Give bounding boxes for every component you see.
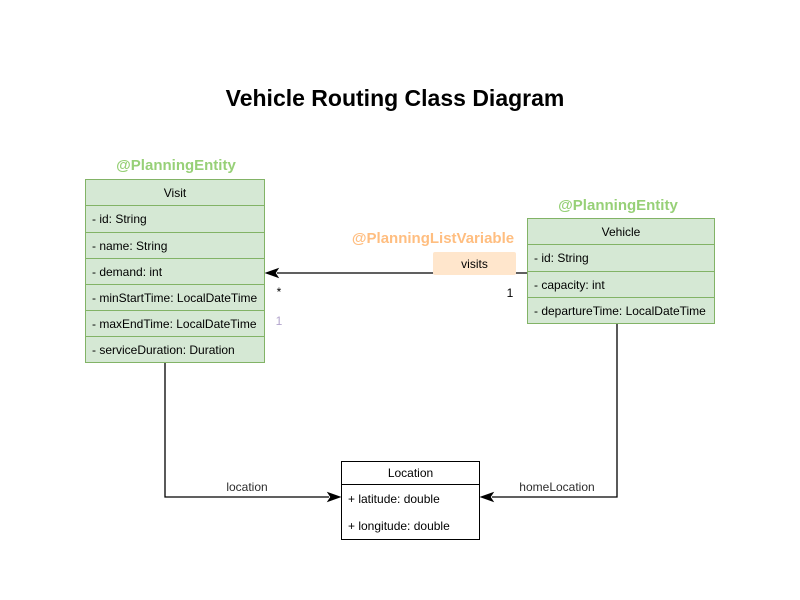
class-attribute[interactable]: - minStartTime: LocalDateTime bbox=[86, 284, 264, 310]
edge-location-arrowhead bbox=[326, 491, 342, 503]
edge-visits-arrowhead bbox=[264, 267, 280, 279]
class-attribute[interactable]: - maxEndTime: LocalDateTime bbox=[86, 310, 264, 336]
class-visit[interactable]: Visit - id: String - name: String- demand… bbox=[85, 179, 265, 363]
class-attribute[interactable]: - id: String bbox=[534, 251, 589, 265]
visits-edge-label[interactable]: visits bbox=[433, 252, 516, 275]
class-attribute[interactable]: + longitude: double bbox=[348, 518, 450, 533]
class-visit-attributes: - id: String- name: String- demand: int-… bbox=[86, 206, 264, 362]
location-edge-label[interactable]: location bbox=[226, 480, 268, 494]
class-vehicle[interactable]: Vehicle - id: String - capacity: int- dep… bbox=[527, 218, 715, 324]
class-visit-name[interactable]: Visit bbox=[86, 180, 264, 206]
diagram-title[interactable]: Vehicle Routing Class Diagram bbox=[225, 85, 565, 111]
visits-secondary-multiplicity[interactable]: 1 bbox=[275, 314, 283, 328]
class-attribute[interactable]: - capacity: int bbox=[528, 271, 714, 297]
planning-list-variable-annotation[interactable]: @PlanningListVariable bbox=[351, 230, 515, 247]
edge-homelocation-arrowhead bbox=[479, 491, 495, 503]
edge-location[interactable] bbox=[164, 361, 329, 498]
class-attribute[interactable]: - id: String bbox=[92, 212, 147, 226]
class-location[interactable]: Location + latitude: double + longitude: … bbox=[341, 461, 480, 540]
class-location-name[interactable]: Location bbox=[342, 462, 479, 485]
class-vehicle-attributes: - id: String - capacity: int- departureTi… bbox=[528, 245, 714, 323]
visit-planning-entity-annotation[interactable]: @PlanningEntity bbox=[116, 157, 236, 174]
vehicle-planning-entity-annotation[interactable]: @PlanningEntity bbox=[558, 197, 678, 214]
class-vehicle-name[interactable]: Vehicle bbox=[528, 219, 714, 245]
homelocation-edge-label[interactable]: homeLocation bbox=[519, 480, 595, 494]
visits-multiplicity-target[interactable]: * bbox=[276, 285, 282, 299]
class-attribute[interactable]: + latitude: double bbox=[348, 491, 440, 506]
class-attribute[interactable]: - name: String bbox=[86, 232, 264, 258]
class-attribute[interactable]: - demand: int bbox=[86, 258, 264, 284]
class-attribute[interactable]: - serviceDuration: Duration bbox=[86, 336, 264, 362]
visits-multiplicity-source[interactable]: 1 bbox=[506, 286, 514, 300]
class-attribute[interactable]: - departureTime: LocalDateTime bbox=[528, 297, 714, 323]
class-location-attributes: + latitude: double + longitude: double bbox=[342, 485, 479, 539]
edge-homelocation[interactable] bbox=[492, 322, 618, 498]
